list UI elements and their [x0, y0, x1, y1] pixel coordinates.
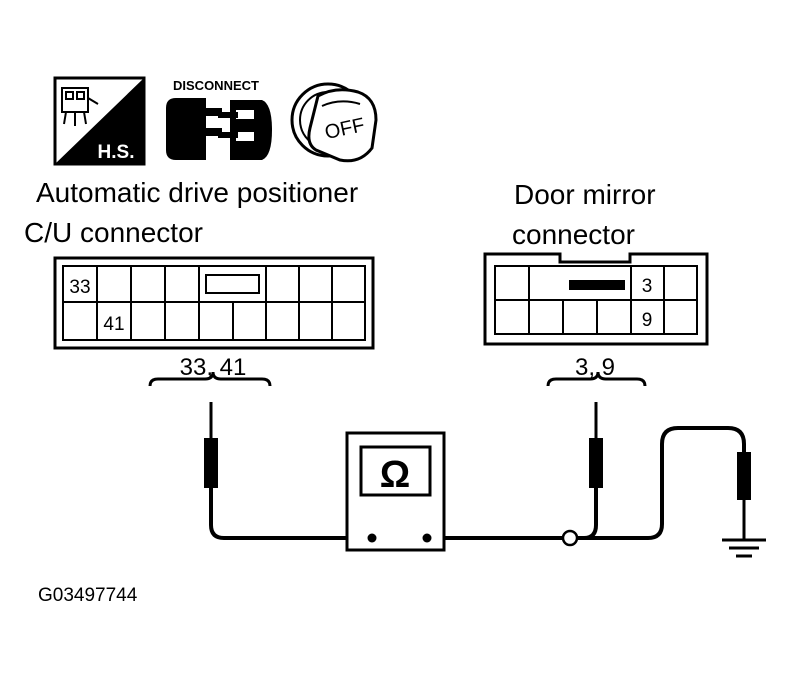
- ignition-off-icon: OFF: [290, 82, 378, 163]
- mirror-connector-title-line2: connector: [512, 219, 635, 250]
- disconnect-icon: DISCONNECT: [166, 78, 272, 160]
- left-test-lead: [209, 505, 372, 540]
- figure-id: G03497744: [38, 585, 138, 606]
- mirror-brace: [546, 371, 647, 387]
- mirror-connector-face: [483, 252, 709, 346]
- harness-connector-icon: H.S.: [53, 76, 146, 166]
- mirror-pin-9: 9: [642, 310, 653, 331]
- mirror-connector-title-line1: Door mirror: [514, 179, 656, 210]
- ground-lead: [577, 426, 746, 540]
- ground-icon: [722, 538, 766, 558]
- splice-point: [561, 529, 579, 547]
- cu-connector-face: [53, 256, 375, 350]
- cu-pin-41: 41: [103, 314, 124, 335]
- cu-connector-title-line2: C/U connector: [24, 217, 203, 248]
- ohmmeter: [345, 431, 446, 552]
- mirror-pin-3: 3: [642, 276, 653, 297]
- hs-label: H.S.: [98, 142, 135, 163]
- cu-connector-title-line1: Automatic drive positioner: [36, 177, 358, 208]
- ground-probe: [737, 452, 751, 540]
- disconnect-label: DISCONNECT: [173, 78, 259, 93]
- probe-left: [204, 402, 218, 505]
- probe-right: [589, 402, 603, 505]
- ohm-symbol: Ω: [380, 454, 410, 496]
- cu-brace: [148, 371, 272, 387]
- cu-pin-33: 33: [69, 277, 90, 298]
- probe-right-lead: [576, 505, 598, 540]
